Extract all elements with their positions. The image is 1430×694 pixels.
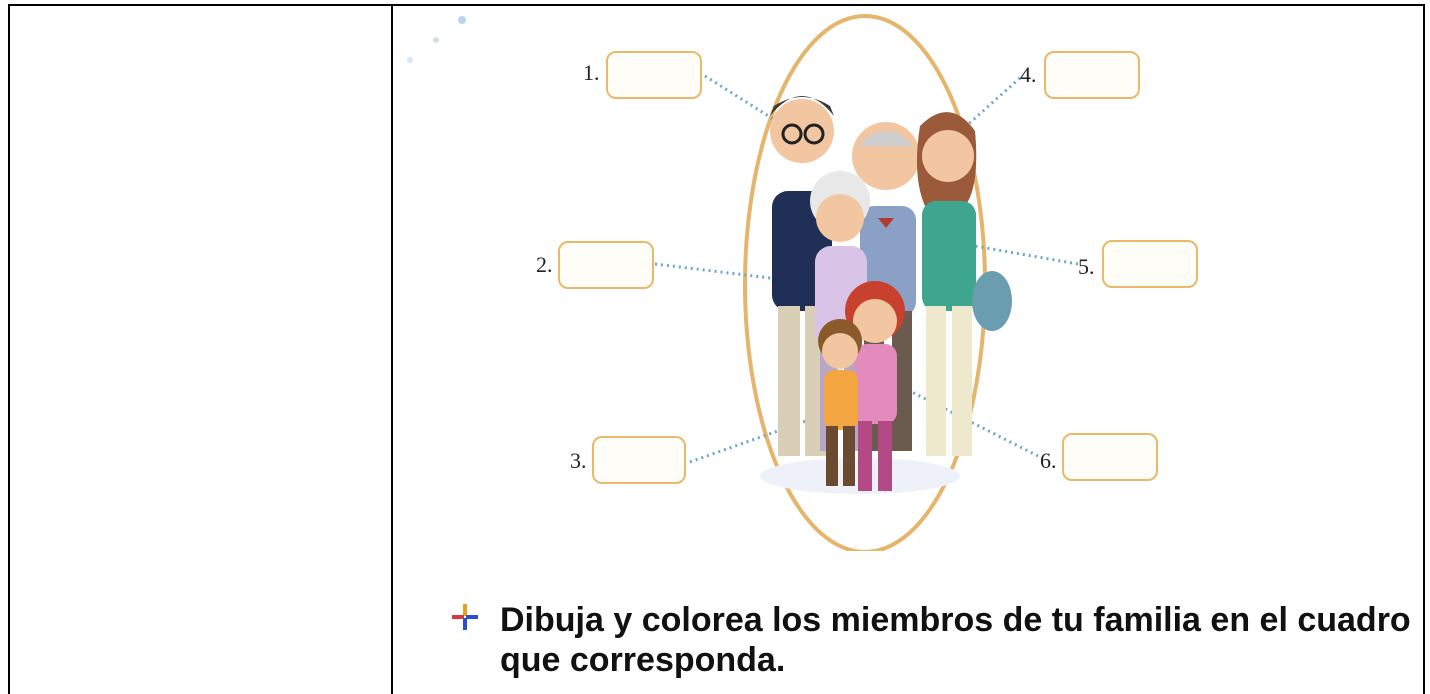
family-illustration: [407, 14, 1079, 551]
label-number-5: 5.: [1078, 254, 1095, 279]
label-number-4: 4.: [1020, 62, 1037, 87]
label-number-1: 1.: [583, 60, 600, 85]
label-number-6: 6.: [1040, 448, 1057, 473]
instruction-text: Dibuja y colorea los miembros de tu fami…: [500, 601, 1411, 679]
worksheet-table: [8, 4, 1425, 694]
answer-box-4[interactable]: [1044, 51, 1140, 99]
girl-figure: [845, 281, 905, 491]
answer-box-1[interactable]: [606, 51, 702, 99]
mother-figure: [916, 112, 1012, 456]
label-number-2: 2.: [536, 252, 553, 277]
instruction: Dibuja y colorea los miembros de tu fami…: [452, 600, 1412, 680]
answer-box-2[interactable]: [558, 241, 654, 289]
label-number-3: 3.: [570, 448, 587, 473]
answer-box-5[interactable]: [1102, 240, 1198, 288]
answer-box-3[interactable]: [592, 436, 686, 484]
right-cell: [393, 4, 1425, 694]
plus-bullet-icon: [452, 604, 478, 630]
answer-box-6[interactable]: [1062, 433, 1158, 481]
boy-figure: [818, 319, 862, 486]
left-cell: [8, 4, 393, 694]
